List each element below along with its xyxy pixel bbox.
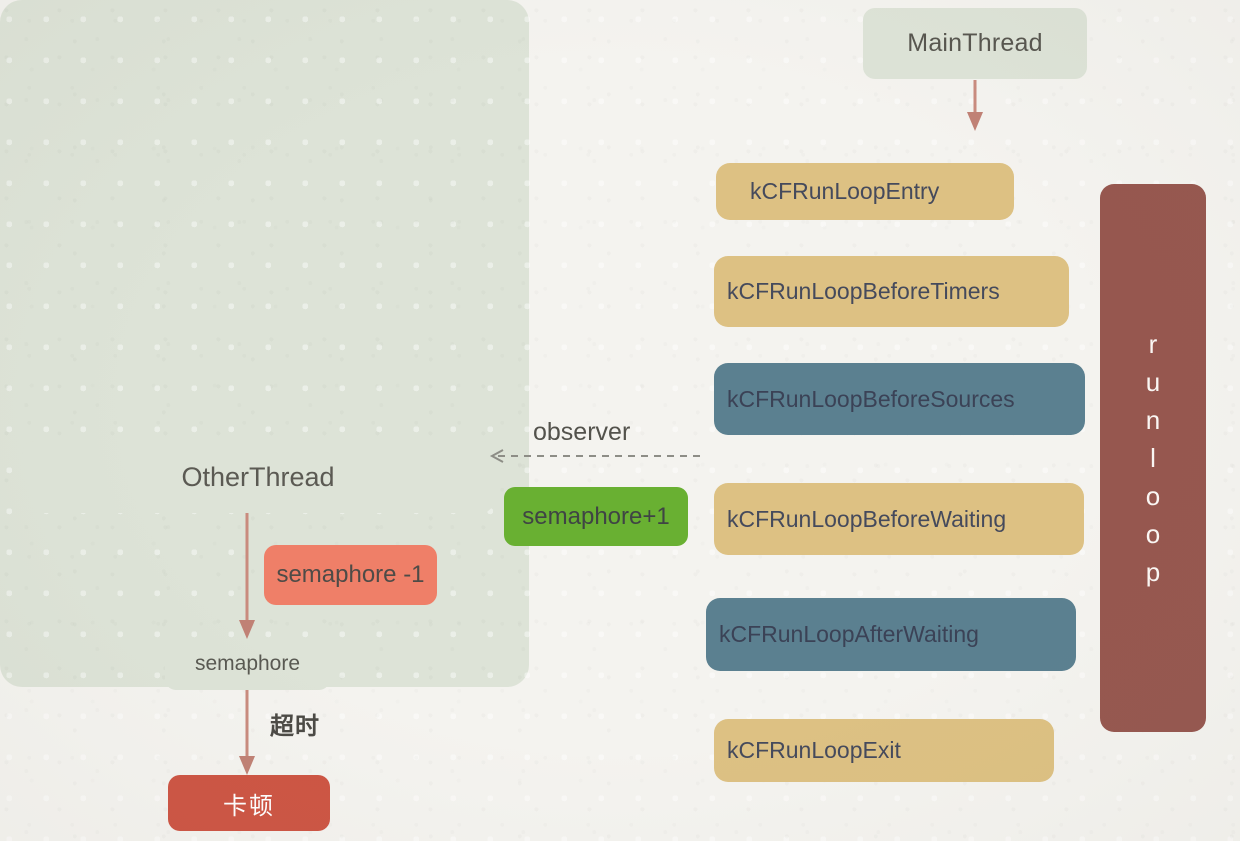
arrow-semaphore-to-lag [239,690,255,775]
stage-kcfrunloopbeforetimers[interactable]: kCFRunLoopBeforeTimers [714,256,1069,327]
timeout-edge-label: 超时 [270,713,320,740]
stage-label: kCFRunLoopEntry [750,178,940,204]
main-thread-label: MainThread [907,29,1043,57]
stage-label: kCFRunLoopExit [727,737,901,763]
observer-edge-label: observer [533,418,631,446]
lag-node[interactable]: 卡顿 [168,775,330,831]
runloop-letter: o [1145,519,1161,549]
runloop-letter: n [1145,405,1161,435]
stage-label: kCFRunLoopAfterWaiting [719,621,979,647]
semaphore-label: semaphore [194,652,301,675]
other-thread-node[interactable]: OtherThread [22,441,494,513]
semaphore-increment-chip[interactable]: semaphore+1 [504,487,688,546]
semaphore-decrement-label: semaphore -1 [276,561,425,588]
lag-label: 卡顿 [223,792,275,820]
runloop-letter: r [1148,329,1158,359]
main-thread-node[interactable]: MainThread [863,8,1087,79]
arrow-mainthread-to-runloop [967,80,983,131]
semaphore-increment-label: semaphore+1 [522,502,670,530]
runloop-letter: p [1145,557,1161,587]
runloop-letter: u [1145,367,1161,397]
stage-kcfrunloopafterwaiting[interactable]: kCFRunLoopAfterWaiting [706,598,1076,671]
stage-label: kCFRunLoopBeforeWaiting [727,505,1007,532]
stage-kcfrunloopexit[interactable]: kCFRunLoopExit [714,719,1054,782]
stage-kcfrunloopbeforesources[interactable]: kCFRunLoopBeforeSources [714,363,1085,435]
stage-kcfrunloopbeforewaiting[interactable]: kCFRunLoopBeforeWaiting [714,483,1084,555]
stage-label: kCFRunLoopBeforeSources [727,385,1015,412]
runloop-letter: l [1150,443,1156,473]
runloop-letter: o [1145,481,1161,511]
runloop-vertical-bar: r u n l o o p [1100,184,1206,732]
stage-label: kCFRunLoopBeforeTimers [727,278,1000,304]
semaphore-decrement-chip[interactable]: semaphore -1 [264,545,437,605]
stage-kcfrunloopentry[interactable]: kCFRunLoopEntry [716,163,1014,220]
semaphore-node[interactable]: semaphore [165,638,330,690]
other-thread-label: OtherThread [181,461,335,492]
